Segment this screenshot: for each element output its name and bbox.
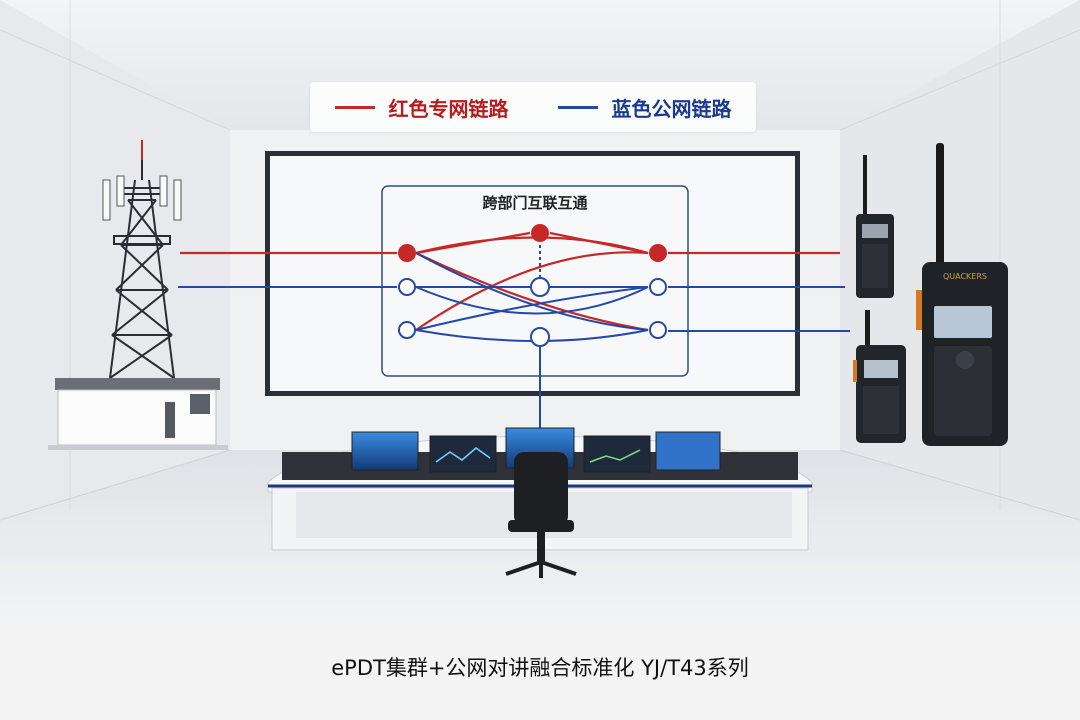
control-room-scene: QUACKERS — [0, 0, 1080, 620]
walkie-talkie-large: QUACKERS — [916, 143, 1008, 446]
diagram-nodes — [398, 224, 667, 347]
walkie-talkie-small-bottom — [853, 310, 906, 443]
diagram-title: 跨部门互联互通 — [482, 194, 588, 212]
blue-node — [398, 278, 416, 296]
red-private-network-links — [180, 231, 840, 332]
equipment-building — [48, 378, 228, 450]
blue-line-swatch — [557, 105, 598, 109]
console-monitors — [351, 427, 721, 473]
red-node — [649, 244, 667, 262]
red-node — [531, 224, 549, 242]
link-legend: 红色专网链路 蓝色公网链路 — [310, 82, 756, 132]
red-node — [398, 244, 416, 262]
legend-item-red: 红色专网链路 — [334, 93, 509, 122]
video-wall — [265, 151, 800, 396]
legend-label-red: 红色专网链路 — [388, 96, 509, 121]
antenna-panels — [102, 140, 182, 221]
radio-brand-text: QUACKERS — [943, 272, 987, 281]
blue-node — [649, 321, 667, 339]
blue-node — [530, 277, 550, 297]
caption-text: ePDT集群+公网对讲融合标准化 YJ/T43系列 — [331, 656, 749, 680]
caption-bar: ePDT集群+公网对讲融合标准化 YJ/T43系列 — [0, 614, 1080, 720]
walkie-talkie-small-top — [856, 155, 894, 298]
blue-node — [649, 278, 667, 296]
legend-label-blue: 蓝色公网链路 — [611, 96, 732, 121]
blue-node — [530, 327, 550, 347]
antenna-tower — [109, 155, 175, 379]
red-line-swatch — [334, 105, 375, 109]
legend-item-blue: 蓝色公网链路 — [557, 93, 732, 122]
blue-node — [398, 321, 416, 339]
office-chair — [505, 452, 577, 578]
